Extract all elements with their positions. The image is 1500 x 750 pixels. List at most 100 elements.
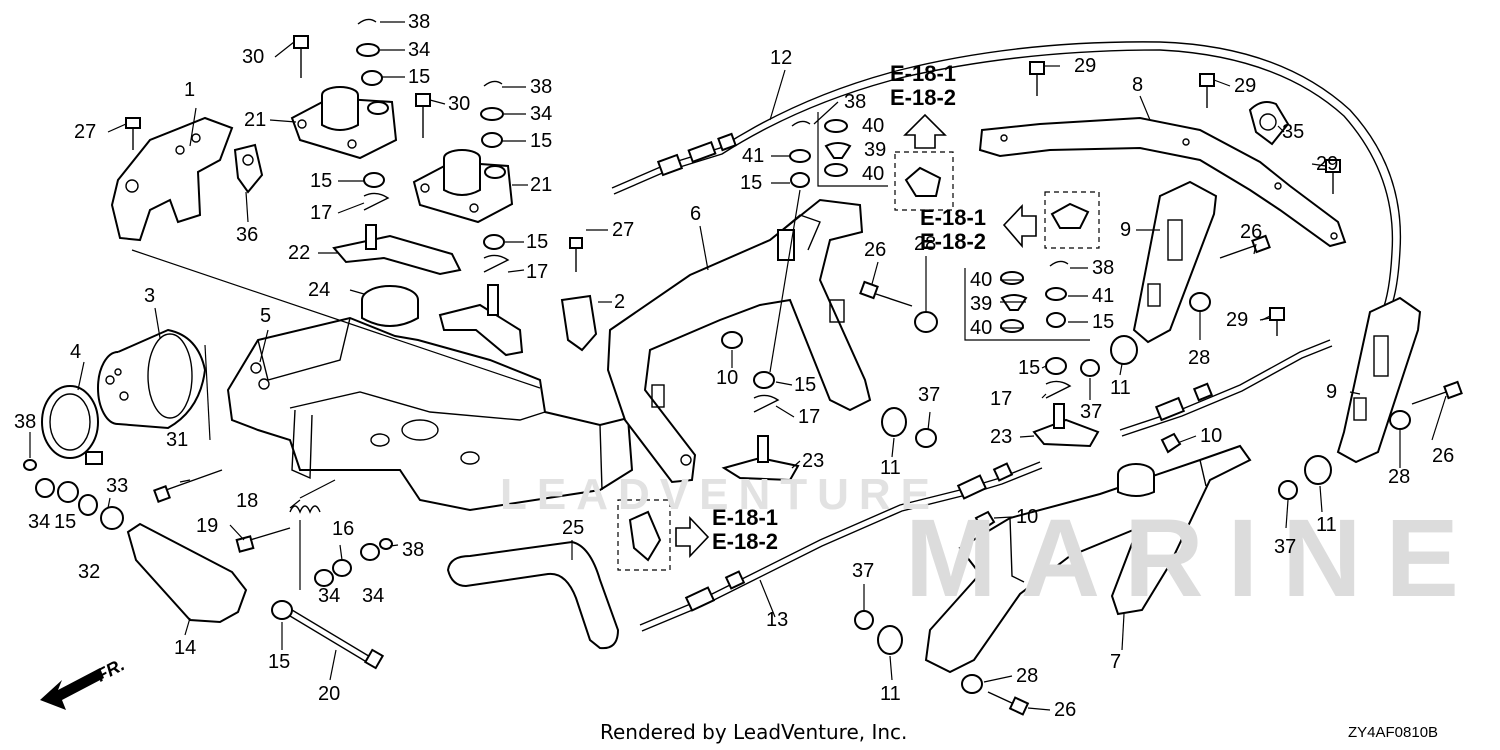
callout-part-29: 29 bbox=[1316, 153, 1339, 175]
callout-part-33: 33 bbox=[106, 475, 129, 497]
callout-part-38: 38 bbox=[1092, 257, 1115, 279]
callout-part-28: 28 bbox=[914, 233, 937, 255]
callout-part-29: 29 bbox=[1226, 309, 1249, 331]
callout-part-39: 39 bbox=[970, 293, 993, 315]
callout-part-15: 15 bbox=[1092, 311, 1115, 333]
part-washers-box-lower bbox=[1000, 260, 1069, 333]
part-26-bolts-right bbox=[1189, 234, 1463, 430]
callout-part-38: 38 bbox=[408, 11, 431, 33]
part-4-hose-clamp bbox=[41, 385, 103, 465]
callout-part-23: 23 bbox=[802, 450, 825, 472]
callout-part-7: 7 bbox=[1110, 651, 1122, 673]
callout-part-11: 11 bbox=[1316, 514, 1337, 536]
callout-part-15: 15 bbox=[310, 170, 333, 192]
part-washers-upper bbox=[356, 18, 510, 273]
callout-part-3: 3 bbox=[144, 285, 156, 307]
callout-part-11: 11 bbox=[880, 683, 901, 705]
callout-part-6: 6 bbox=[690, 203, 702, 225]
callout-part-26: 26 bbox=[1054, 699, 1077, 721]
callout-part-34: 34 bbox=[362, 585, 385, 607]
callout-part-25: 25 bbox=[562, 517, 585, 539]
callout-part-39: 39 bbox=[864, 139, 887, 161]
callout-part-15: 15 bbox=[54, 511, 77, 533]
part-1-bracket bbox=[110, 116, 234, 242]
callout-part-4: 4 bbox=[70, 341, 82, 363]
callout-part-30: 30 bbox=[242, 46, 265, 68]
callout-part-36: 36 bbox=[236, 224, 259, 246]
callout-part-9: 9 bbox=[1120, 219, 1132, 241]
callout-part-15: 15 bbox=[740, 172, 763, 194]
callout-part-34: 34 bbox=[28, 511, 51, 533]
reference-middle: E-18-1 E-18-2 bbox=[920, 206, 986, 254]
callout-part-37: 37 bbox=[1274, 536, 1297, 558]
part-10-nuts bbox=[974, 432, 1182, 532]
callout-part-11: 11 bbox=[1110, 377, 1131, 399]
callout-part-37: 37 bbox=[1080, 401, 1103, 423]
part-5-tiller-housing bbox=[226, 316, 634, 512]
callout-part-15: 15 bbox=[526, 231, 549, 253]
callout-part-11: 11 bbox=[880, 457, 901, 479]
callout-part-41: 41 bbox=[742, 145, 765, 167]
part-washers-center bbox=[314, 538, 393, 587]
callout-part-29: 29 bbox=[1234, 75, 1257, 97]
part-21-mount-lower bbox=[412, 149, 514, 224]
part-14-handle-grip bbox=[126, 522, 248, 624]
part-26-bolt-mid bbox=[859, 280, 938, 333]
callout-part-34: 34 bbox=[530, 103, 553, 125]
part-washers-left bbox=[23, 459, 124, 530]
part-20-long-bolt bbox=[271, 600, 385, 670]
callout-part-10: 10 bbox=[716, 367, 739, 389]
callout-part-22: 22 bbox=[288, 242, 311, 264]
callout-part-38: 38 bbox=[402, 539, 425, 561]
leader-lines bbox=[29, 21, 1447, 711]
part-31-bolt bbox=[153, 469, 223, 503]
callout-part-40: 40 bbox=[970, 317, 993, 339]
callout-part-28: 28 bbox=[1016, 665, 1039, 687]
callout-part-26: 26 bbox=[1240, 221, 1263, 243]
part-3-throttle-grip bbox=[97, 328, 207, 430]
callout-part-12: 12 bbox=[770, 47, 793, 69]
part-36-clip bbox=[233, 143, 264, 194]
callout-part-15: 15 bbox=[268, 651, 291, 673]
part-29-bolts bbox=[1029, 61, 1341, 336]
part-washers-box-upper bbox=[824, 119, 852, 177]
washer-group-frames bbox=[817, 112, 1090, 341]
callout-part-31: 31 bbox=[166, 429, 189, 451]
callout-part-10: 10 bbox=[1016, 506, 1039, 528]
callout-part-19: 19 bbox=[196, 515, 219, 537]
callout-part-38: 38 bbox=[844, 91, 867, 113]
part-18-spring bbox=[235, 505, 321, 553]
watermark-sub: MARINE bbox=[905, 497, 1483, 620]
part-11-bushing-mid bbox=[881, 407, 937, 448]
callout-part-27: 27 bbox=[612, 219, 635, 241]
callout-part-40: 40 bbox=[970, 269, 993, 291]
callout-part-41: 41 bbox=[1092, 285, 1115, 307]
callout-part-15: 15 bbox=[530, 130, 553, 152]
part-washers-mid bbox=[721, 120, 811, 413]
reference-middle-line1: E-18-1 bbox=[920, 205, 987, 230]
callout-part-37: 37 bbox=[852, 560, 875, 582]
callout-part-9: 9 bbox=[1326, 381, 1338, 403]
callout-part-24: 24 bbox=[308, 279, 331, 301]
callout-part-16: 16 bbox=[332, 518, 355, 540]
callout-part-35: 35 bbox=[1282, 121, 1305, 143]
callout-part-17: 17 bbox=[798, 406, 821, 428]
callout-part-38: 38 bbox=[14, 411, 37, 433]
part-11-bushings-right bbox=[854, 335, 1332, 655]
reference-middle-line2: E-18-2 bbox=[920, 229, 987, 254]
part-9-arm-lower bbox=[1336, 296, 1422, 464]
callout-part-40: 40 bbox=[862, 115, 885, 137]
callout-part-40: 40 bbox=[862, 163, 885, 185]
callout-part-17: 17 bbox=[310, 202, 333, 224]
callout-part-14: 14 bbox=[174, 637, 197, 659]
reference-upper-line1: E-18-1 bbox=[890, 61, 957, 86]
callout-part-26: 26 bbox=[1432, 445, 1455, 467]
reference-lower: E-18-1 E-18-2 bbox=[712, 506, 778, 554]
callout-part-28: 28 bbox=[1388, 466, 1411, 488]
part-8-bracket bbox=[978, 116, 1347, 248]
part-24-plug bbox=[361, 285, 419, 327]
fr-direction-arrow bbox=[40, 668, 104, 710]
callout-part-34: 34 bbox=[318, 585, 341, 607]
